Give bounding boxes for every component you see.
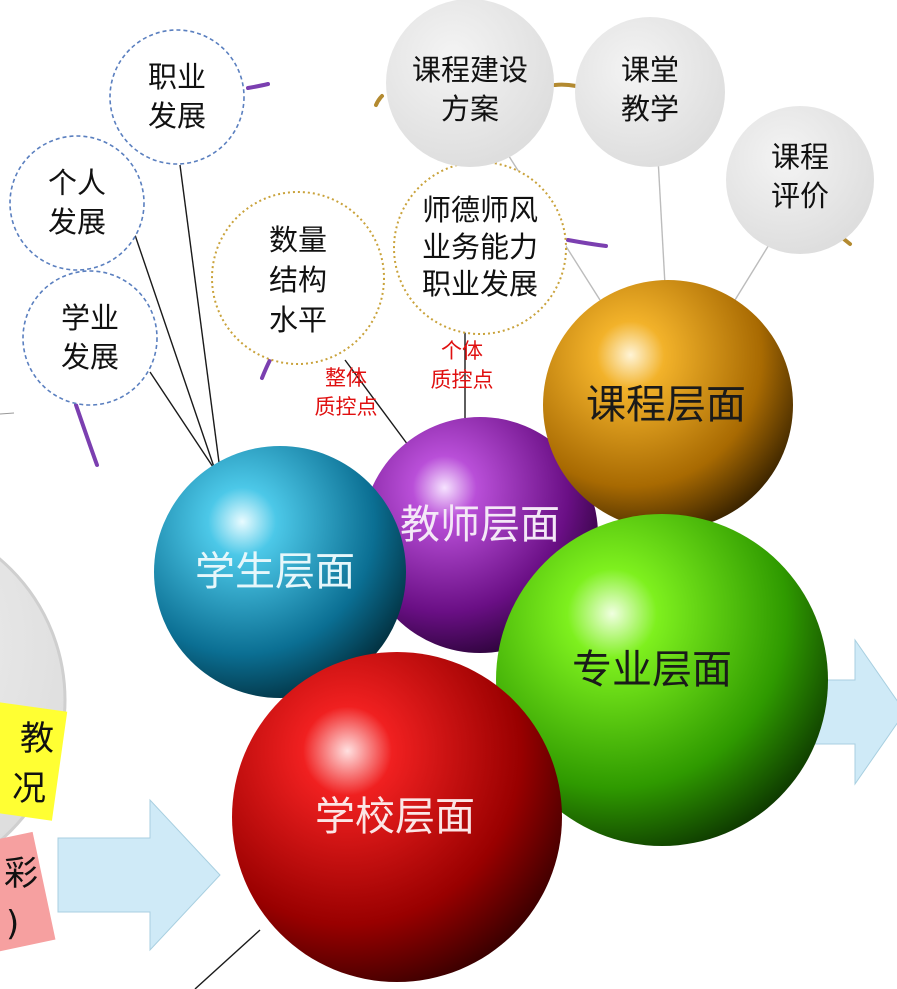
sphere-school-label: 学校层面 — [315, 794, 475, 840]
sphere-student: 学生层面 — [154, 446, 406, 698]
bubble-evaluation-line-1: 课程 — [771, 140, 829, 174]
bubble-course-plan-line-1: 课程建设 — [412, 53, 528, 87]
yellow-note-line-1: 教 — [20, 719, 54, 759]
note-overall-qc-line-1: 整体 — [325, 366, 367, 390]
bubble-career-line-1: 职业 — [148, 60, 206, 94]
note-individual-qc-line-1: 个体 — [441, 339, 483, 363]
sphere-course: 课程层面 — [543, 280, 793, 530]
pink-note-line-2: ) — [6, 904, 19, 944]
yellow-note: 教 况 — [0, 699, 68, 821]
bubble-individual-line-3: 职业发展 — [422, 267, 538, 301]
bubble-individual-teacher: 师德师风 业务能力 职业发展 — [393, 161, 567, 335]
bubble-academic-line-2: 发展 — [61, 340, 119, 374]
bubble-course-plan: 课程建设 方案 — [386, 0, 554, 167]
bubble-evaluation-line-2: 评价 — [771, 179, 829, 213]
note-individual-qc-line-2: 质控点 — [431, 368, 494, 392]
bubble-overall-teacher: 数量 结构 水平 — [211, 191, 385, 365]
bubble-personal-line-1: 个人 — [48, 166, 106, 200]
note-overall-qc-line-2: 质控点 — [315, 395, 378, 419]
bubble-academic: 学业 发展 — [22, 270, 158, 406]
bubble-classroom: 课堂 教学 — [575, 17, 725, 167]
bubble-course-evaluation: 课程 评价 — [726, 106, 874, 254]
bubble-overall-line-2: 结构 — [269, 263, 327, 297]
pink-note: 彩 ) — [0, 831, 56, 958]
note-overall-qc: 整体 质控点 — [315, 366, 378, 419]
bubble-overall-line-3: 水平 — [269, 303, 327, 337]
bubble-classroom-line-1: 课堂 — [621, 53, 679, 87]
sphere-course-label: 课程层面 — [586, 382, 746, 428]
left-partial-circle — [0, 557, 67, 843]
bubble-individual-line-2: 业务能力 — [422, 230, 538, 264]
sphere-student-label: 学生层面 — [195, 549, 355, 595]
yellow-note-line-2: 况 — [12, 769, 46, 809]
bubble-academic-line-1: 学业 — [61, 301, 119, 335]
sphere-teacher-label: 教师层面 — [400, 502, 560, 548]
bubble-classroom-line-2: 教学 — [621, 92, 679, 126]
bubble-course-plan-line-2: 方案 — [441, 92, 499, 126]
pink-note-line-1: 彩 — [4, 854, 38, 894]
sphere-major-label: 专业层面 — [572, 647, 732, 693]
bubble-personal: 个人 发展 — [9, 135, 145, 271]
bubble-career: 职业 发展 — [109, 29, 245, 165]
connector-lines — [134, 164, 466, 989]
sphere-school: 学校层面 — [232, 652, 562, 982]
bubble-career-line-2: 发展 — [148, 99, 206, 133]
sphere-major: 专业层面 — [496, 514, 828, 846]
bubble-personal-line-2: 发展 — [48, 205, 106, 239]
bubble-overall-line-1: 数量 — [269, 223, 327, 257]
note-individual-qc: 个体 质控点 — [431, 339, 494, 392]
bubble-individual-line-1: 师德师风 — [422, 193, 538, 227]
right-arrow-left — [57, 798, 221, 952]
